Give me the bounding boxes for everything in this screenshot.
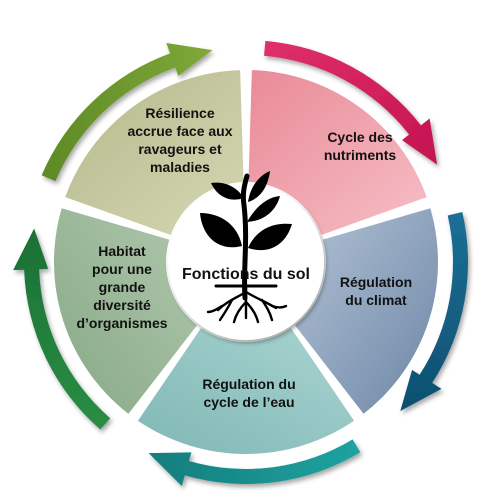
center-hub: Fonctions du sol: [168, 171, 324, 340]
cycle-arrow-nutrient-cycle: [264, 40, 438, 165]
cycle-arrow-climate-regulation: [400, 212, 468, 411]
cycle-arrow-water-cycle-regulation: [148, 439, 361, 486]
segment-label-line: pour une: [92, 261, 152, 277]
segment-label-line: diversité: [93, 297, 151, 313]
segment-label-line: accrue face aux: [127, 123, 232, 139]
segment-water-cycle-regulation: [137, 328, 355, 455]
segment-label-line: Résilience: [145, 105, 214, 121]
segment-label-line: cycle de l’eau: [203, 394, 294, 410]
segment-nutrient-cycle: [248, 70, 427, 235]
segment-label-water-cycle-regulation: Régulation du cycle de l’eau: [202, 376, 295, 410]
segment-label-line: Régulation: [340, 274, 412, 290]
segment-pest-resilience: [65, 70, 244, 235]
segment-label-line: Régulation du: [202, 376, 295, 392]
segment-label-line: nutriments: [324, 147, 397, 163]
segment-label-line: d’organismes: [76, 315, 167, 331]
cycle-arrow-habitat-diversity: [13, 228, 111, 430]
center-title: Fonctions du sol: [182, 266, 310, 283]
segment-label-nutrient-cycle: Cycle des nutriments: [324, 129, 397, 163]
segment-label-line: du climat: [345, 292, 407, 308]
segment-label-line: ravageurs et: [138, 141, 222, 157]
segment-habitat-diversity: [53, 208, 198, 414]
segment-label-climate-regulation: Régulation du climat: [340, 274, 412, 308]
segment-label-pest-resilience: Résilience accrue face aux ravageurs et mal…: [127, 105, 232, 175]
segment-climate-regulation: [294, 208, 439, 414]
segment-label-line: Habitat: [98, 243, 146, 259]
segment-label-habitat-diversity: Habitat pour une grande diversité d’organism…: [76, 243, 167, 331]
segment-label-line: grande: [99, 279, 146, 295]
plant-with-roots-icon: [200, 171, 292, 324]
segment-label-line: maladies: [150, 159, 210, 175]
cycle-arrow-pest-resilience: [41, 43, 213, 182]
segment-label-line: Cycle des: [327, 129, 393, 145]
